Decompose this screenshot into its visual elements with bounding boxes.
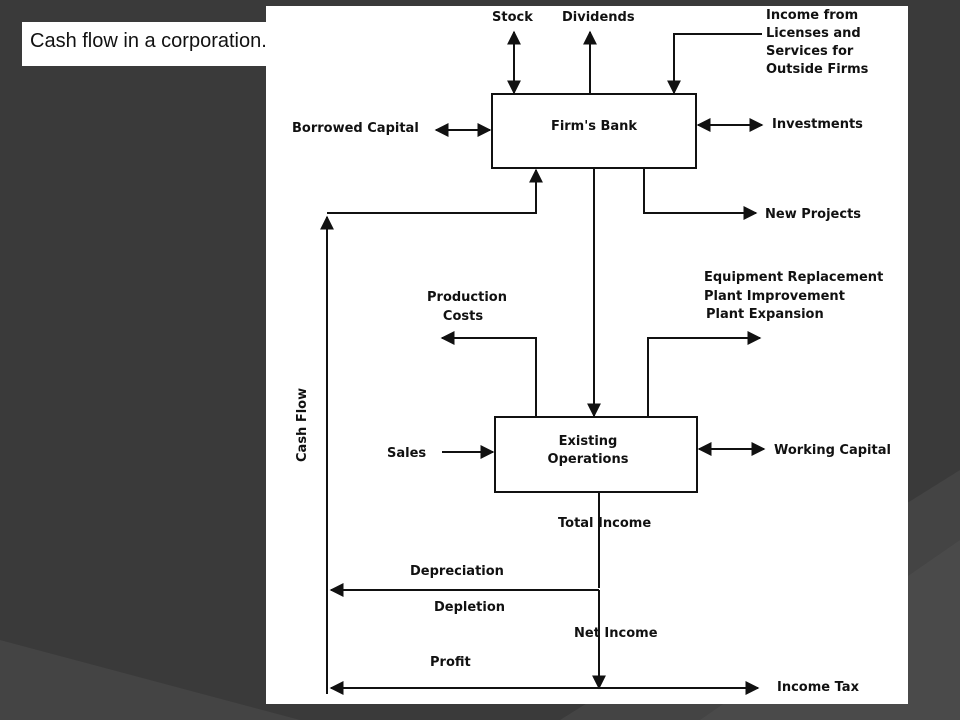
outside-income-arrow: [667, 33, 762, 95]
production-costs-label-2: Costs: [443, 309, 483, 324]
sales-label: Sales: [387, 446, 426, 461]
new-projects-label: New Projects: [765, 207, 861, 222]
income-from-label-1: Income from: [766, 8, 858, 23]
cash-flow-label: Cash Flow: [295, 388, 310, 462]
equipment-label-1: Equipment Replacement: [704, 270, 883, 285]
profit-label: Profit: [430, 655, 471, 670]
stock-label: Stock: [492, 10, 533, 25]
cash-flow-diagram: Firm's Bank Existing Operations Stock Di…: [292, 8, 891, 695]
existing-operations-label-1: Existing: [559, 434, 618, 449]
depletion-label: Depletion: [434, 600, 505, 615]
cash-flow-to-bank-arrow: [327, 168, 543, 214]
income-tax-label: Income Tax: [777, 680, 860, 695]
income-from-label-3: Services for: [766, 44, 854, 59]
working-capital-label: Working Capital: [774, 443, 891, 458]
equipment-label-2: Plant Improvement: [704, 289, 845, 304]
production-costs-arrow: [440, 331, 537, 416]
firms-bank-label: Firm's Bank: [551, 119, 637, 134]
borrowed-capital-label: Borrowed Capital: [292, 121, 419, 136]
dividends-label: Dividends: [562, 10, 635, 25]
existing-operations-box: [494, 416, 698, 493]
total-income-label: Total Income: [558, 516, 651, 531]
depreciation-label: Depreciation: [410, 564, 504, 579]
existing-operations-label-2: Operations: [548, 452, 629, 467]
income-from-label-4: Outside Firms: [766, 62, 869, 77]
equipment-arrow: [647, 331, 762, 416]
equipment-label-3: Plant Expansion: [706, 307, 824, 322]
slide-caption: Cash flow in a corporation.: [22, 22, 269, 66]
diagram-panel: Firm's Bank Existing Operations Stock Di…: [266, 6, 908, 704]
production-costs-label-1: Production: [427, 290, 507, 305]
investments-label: Investments: [772, 117, 863, 132]
caption-text: Cash flow in a corporation.: [30, 30, 269, 52]
net-income-label: Net Income: [574, 626, 658, 641]
income-from-label-2: Licenses and: [766, 26, 861, 41]
new-projects-arrow: [643, 169, 758, 220]
firms-bank-box: [491, 93, 697, 169]
